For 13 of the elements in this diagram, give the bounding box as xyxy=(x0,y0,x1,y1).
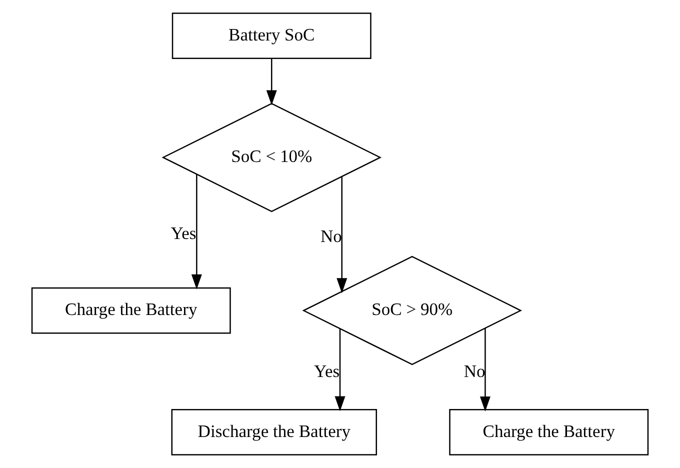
node-box: Charge the Battery xyxy=(449,409,649,456)
edge-label: Yes xyxy=(170,222,196,243)
node-diamond: SoC < 10% xyxy=(162,102,382,212)
node-box: Battery SoC xyxy=(172,12,372,59)
arrow xyxy=(334,329,346,412)
node-diamond: SoC > 90% xyxy=(302,256,522,366)
arrow xyxy=(480,328,490,412)
node-box: Discharge the Battery xyxy=(171,409,377,456)
arrow xyxy=(336,176,348,294)
edge-label: No xyxy=(320,226,342,246)
arrow xyxy=(266,58,277,106)
node-box: Charge the Battery xyxy=(31,287,231,334)
arrow xyxy=(191,174,202,290)
